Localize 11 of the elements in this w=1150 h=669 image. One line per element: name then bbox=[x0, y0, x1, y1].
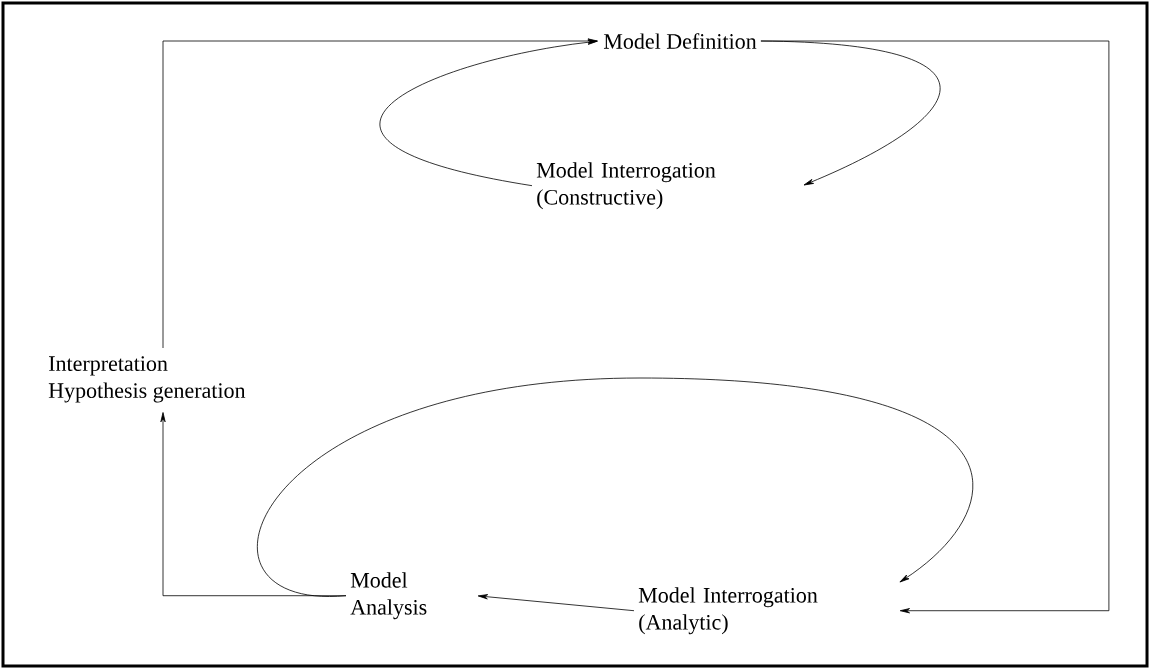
arrow bbox=[162, 38, 598, 349]
stage-label: Model Analysis bbox=[350, 572, 427, 620]
arrow bbox=[760, 40, 1110, 614]
arrow bbox=[256, 377, 973, 597]
arrow bbox=[160, 412, 347, 597]
stage-label: Model Definition bbox=[603, 33, 757, 49]
stage-label: Model Interrogation (Constructive) bbox=[536, 162, 716, 210]
arrow bbox=[477, 594, 635, 612]
stage-label: Model Interrogation (Analytic) bbox=[638, 587, 818, 635]
stage-label: Interpretation Hypothesis generation bbox=[48, 356, 246, 403]
arrow bbox=[380, 39, 598, 187]
